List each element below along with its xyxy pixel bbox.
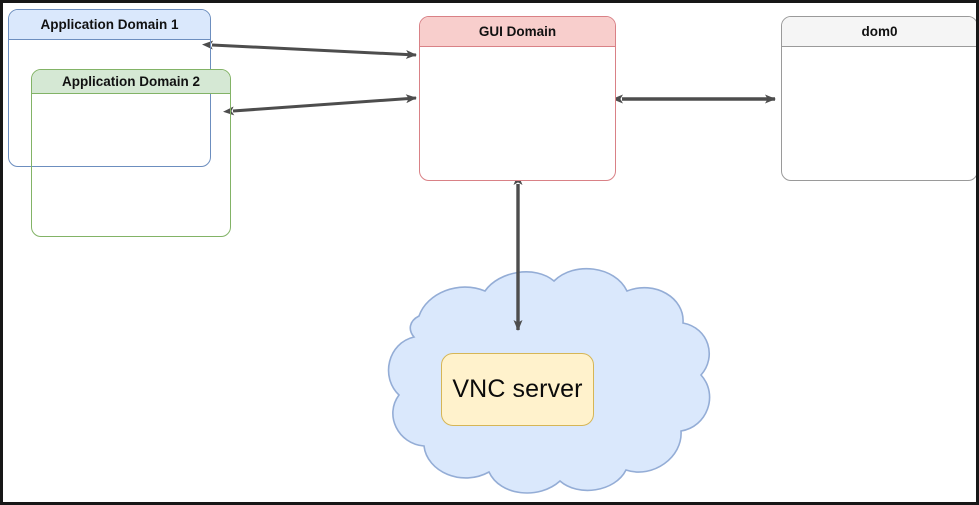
node-gui-domain[interactable]: GUI Domain — [419, 16, 616, 181]
connector-app-domain-1-to-gui-domain — [202, 40, 417, 60]
node-application-domain-1-title: Application Domain 1 — [9, 10, 210, 40]
node-gui-domain-title: GUI Domain — [420, 17, 615, 47]
node-dom0-title: dom0 — [782, 17, 976, 47]
node-application-domain-2-title: Application Domain 2 — [32, 70, 230, 94]
node-vnc-server[interactable]: VNC server — [441, 353, 594, 426]
node-dom0[interactable]: dom0 — [781, 16, 976, 181]
connector-app-domain-2-to-gui-domain — [223, 94, 417, 116]
node-application-domain-1[interactable]: Application Domain 1 — [8, 9, 211, 167]
node-application-domain-2[interactable]: Application Domain 2 — [31, 69, 231, 237]
node-vnc-server-title: VNC server — [452, 375, 583, 403]
